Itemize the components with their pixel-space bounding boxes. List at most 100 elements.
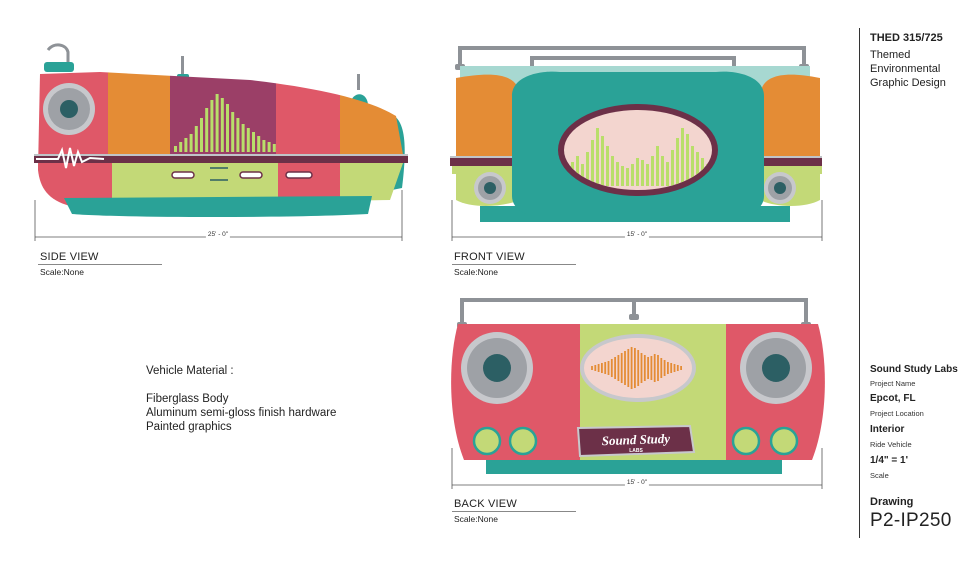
front-view-rule <box>452 264 576 265</box>
equalizer-bar <box>252 132 255 152</box>
material-item: Painted graphics <box>146 421 232 433</box>
side-dimension-text: 25' - 0" <box>205 231 231 238</box>
material-item: Fiberglass Body <box>146 393 229 405</box>
back-logo-badge: Sound Study LABS <box>576 424 696 458</box>
equalizer-bar <box>179 142 183 152</box>
equalizer-bar <box>236 118 240 152</box>
side-antenna <box>181 56 184 78</box>
side-view-drawing <box>34 43 408 241</box>
side-slots <box>171 171 313 179</box>
equalizer-bar <box>272 144 276 152</box>
equalizer-bar <box>656 146 659 186</box>
side-waveform <box>36 146 105 169</box>
equalizer-bar <box>691 146 694 186</box>
drawing-scale-caption: Scale <box>870 471 889 480</box>
equalizer-bar <box>174 146 177 152</box>
equalizer-bar <box>205 108 209 152</box>
equalizer-bar <box>586 152 589 186</box>
project-location: Epcot, FL <box>870 393 916 404</box>
equalizer-bar <box>210 100 214 152</box>
side-view-scale: Scale:None <box>40 267 84 277</box>
back-dimension-text: 15' - 0" <box>624 479 650 486</box>
side-stripe <box>34 154 408 163</box>
equalizer-bar <box>651 156 654 186</box>
equalizer-bar <box>681 128 684 186</box>
equalizer-bar <box>591 140 594 186</box>
equalizer-bar <box>696 152 699 186</box>
equalizer-bar <box>241 124 245 152</box>
back-waveform <box>591 347 682 389</box>
equalizer-bar <box>581 164 584 186</box>
course-description: Themed Environmental Graphic Design <box>870 49 946 89</box>
equalizer-bar <box>226 104 229 152</box>
equalizer-bar <box>215 94 219 152</box>
side-view-rule <box>38 264 162 265</box>
equalizer-bar <box>596 128 599 186</box>
back-lights <box>472 426 799 456</box>
equalizer-bar <box>200 118 203 152</box>
front-right-light <box>764 172 796 204</box>
back-left-speaker <box>461 332 533 404</box>
side-rear-antenna <box>357 74 360 90</box>
equalizer-bar <box>631 164 634 186</box>
drawing-number: P2-IP250 <box>870 510 952 531</box>
equalizer-bar <box>262 140 266 152</box>
side-skirt <box>64 196 372 217</box>
front-dimension-text: 15' - 0" <box>624 231 650 238</box>
title-block-divider <box>859 28 860 538</box>
equalizer-bar <box>611 156 614 186</box>
equalizer-bar <box>257 136 261 152</box>
materials-heading: Vehicle Material : <box>146 365 234 377</box>
equalizer-bar <box>616 162 619 186</box>
back-view-label: BACK VIEW <box>454 498 517 510</box>
equalizer-bar <box>189 134 193 152</box>
drawing-caption: Drawing <box>870 496 914 508</box>
back-rail <box>457 298 811 328</box>
equalizer-bar <box>267 142 271 152</box>
equalizer-bar <box>636 158 639 186</box>
equalizer-bar <box>231 112 235 152</box>
equalizer-bar <box>661 156 664 186</box>
material-item: Aluminum semi-gloss finish hardware <box>146 407 337 419</box>
ride-vehicle-caption: Ride Vehicle <box>870 440 912 449</box>
course-number: THED 315/725 <box>870 32 943 44</box>
equalizer-bar <box>601 136 604 186</box>
equalizer-bar <box>184 138 188 152</box>
side-hose <box>46 43 70 66</box>
equalizer-bar <box>666 162 669 186</box>
back-right-speaker <box>740 332 812 404</box>
side-view-label: SIDE VIEW <box>40 251 99 263</box>
equalizer-bar <box>621 166 624 186</box>
equalizer-bar <box>246 128 250 152</box>
side-cap <box>44 62 74 72</box>
project-location-caption: Project Location <box>870 409 924 418</box>
equalizer-bar <box>646 164 649 186</box>
ride-vehicle: Interior <box>870 424 905 435</box>
equalizer-bar <box>641 160 644 186</box>
front-view-drawing <box>450 46 823 241</box>
equalizer-bar <box>194 126 198 152</box>
project-name-caption: Project Name <box>870 379 916 388</box>
back-view-drawing: Sound Study LABS <box>451 298 825 489</box>
front-view-scale: Scale:None <box>454 267 498 277</box>
side-equalizer <box>174 94 276 152</box>
equalizer-bar <box>686 134 689 186</box>
vehicle-materials: Vehicle Material : Fiberglass Body Alumi… <box>146 364 336 434</box>
side-body-panels <box>38 72 404 206</box>
front-left-light <box>474 172 506 204</box>
equalizer-bar <box>606 146 609 186</box>
equalizer-bar <box>220 98 224 152</box>
equalizer-bar <box>576 156 579 186</box>
equalizer-bar <box>671 150 674 186</box>
equalizer-bar <box>676 138 679 186</box>
back-view-scale: Scale:None <box>454 514 498 524</box>
drawing-scale: 1/4" = 1' <box>870 455 908 466</box>
back-view-rule <box>452 511 576 512</box>
logo-title: Sound Study <box>601 431 670 448</box>
project-name: Sound Study Labs <box>870 364 958 375</box>
logo-subtitle: LABS <box>629 448 643 454</box>
back-base <box>486 460 782 474</box>
equalizer-bar <box>626 168 629 186</box>
front-view-label: FRONT VIEW <box>454 251 525 263</box>
